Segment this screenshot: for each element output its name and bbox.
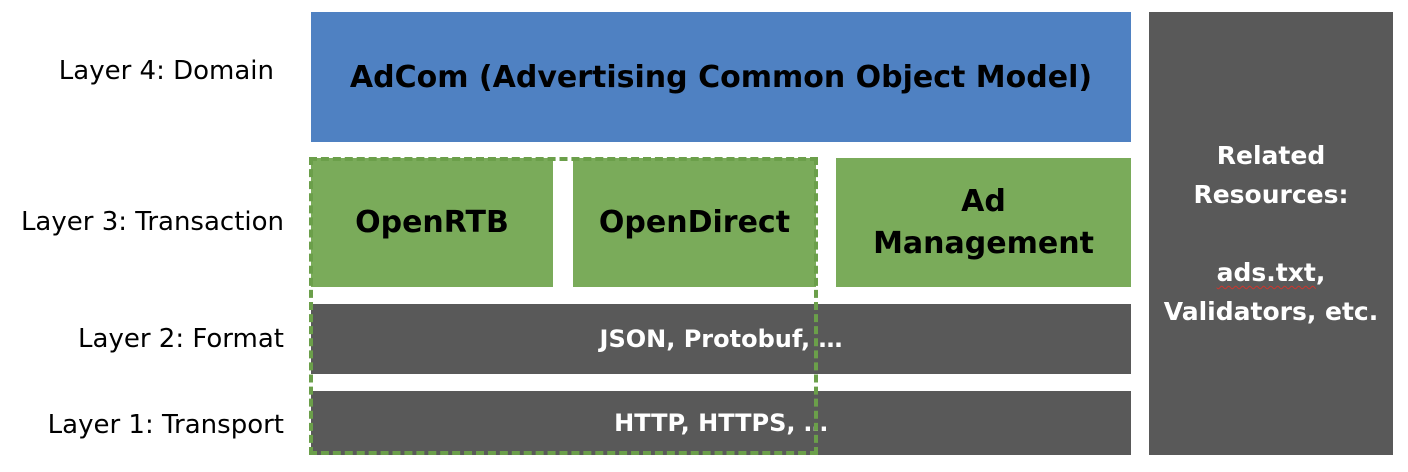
transport-label: HTTP, HTTPS, … [614, 409, 828, 437]
opendirect-label: OpenDirect [598, 205, 791, 240]
opendirect-box: OpenDirect [573, 158, 816, 287]
related-line1: Related [1216, 141, 1326, 170]
related-line3-suffix: , [1315, 258, 1326, 287]
layer-4-label: Layer 4: Domain [58, 56, 274, 86]
format-box: JSON, Protobuf, … [311, 304, 1131, 374]
ad-management-line2: Management [873, 225, 1094, 261]
related-line2: Resources: [1193, 180, 1349, 209]
layer-3-label: Layer 3: Transaction [20, 207, 284, 237]
ad-management-line1: Ad [961, 183, 1006, 219]
ad-management-box: Ad Management [836, 158, 1131, 287]
adcom-box: AdCom (Advertising Common Object Model) [311, 12, 1131, 142]
format-label: JSON, Protobuf, … [599, 325, 843, 353]
transport-box: HTTP, HTTPS, … [311, 391, 1131, 455]
openrtb-label: OpenRTB [355, 205, 509, 240]
related-line3-wrap: ads.txt, [1217, 253, 1326, 292]
adcom-label: AdCom (Advertising Common Object Model) [349, 59, 1093, 95]
related-line4: Validators, etc. [1163, 297, 1379, 326]
related-resources-box: Related Resources: ads.txt, Validators, … [1149, 12, 1393, 455]
related-line3: ads.txt [1216, 258, 1316, 287]
layer-2-label: Layer 2: Format [78, 324, 284, 354]
openrtb-box: OpenRTB [311, 158, 553, 287]
layer-1-label: Layer 1: Transport [47, 410, 284, 440]
